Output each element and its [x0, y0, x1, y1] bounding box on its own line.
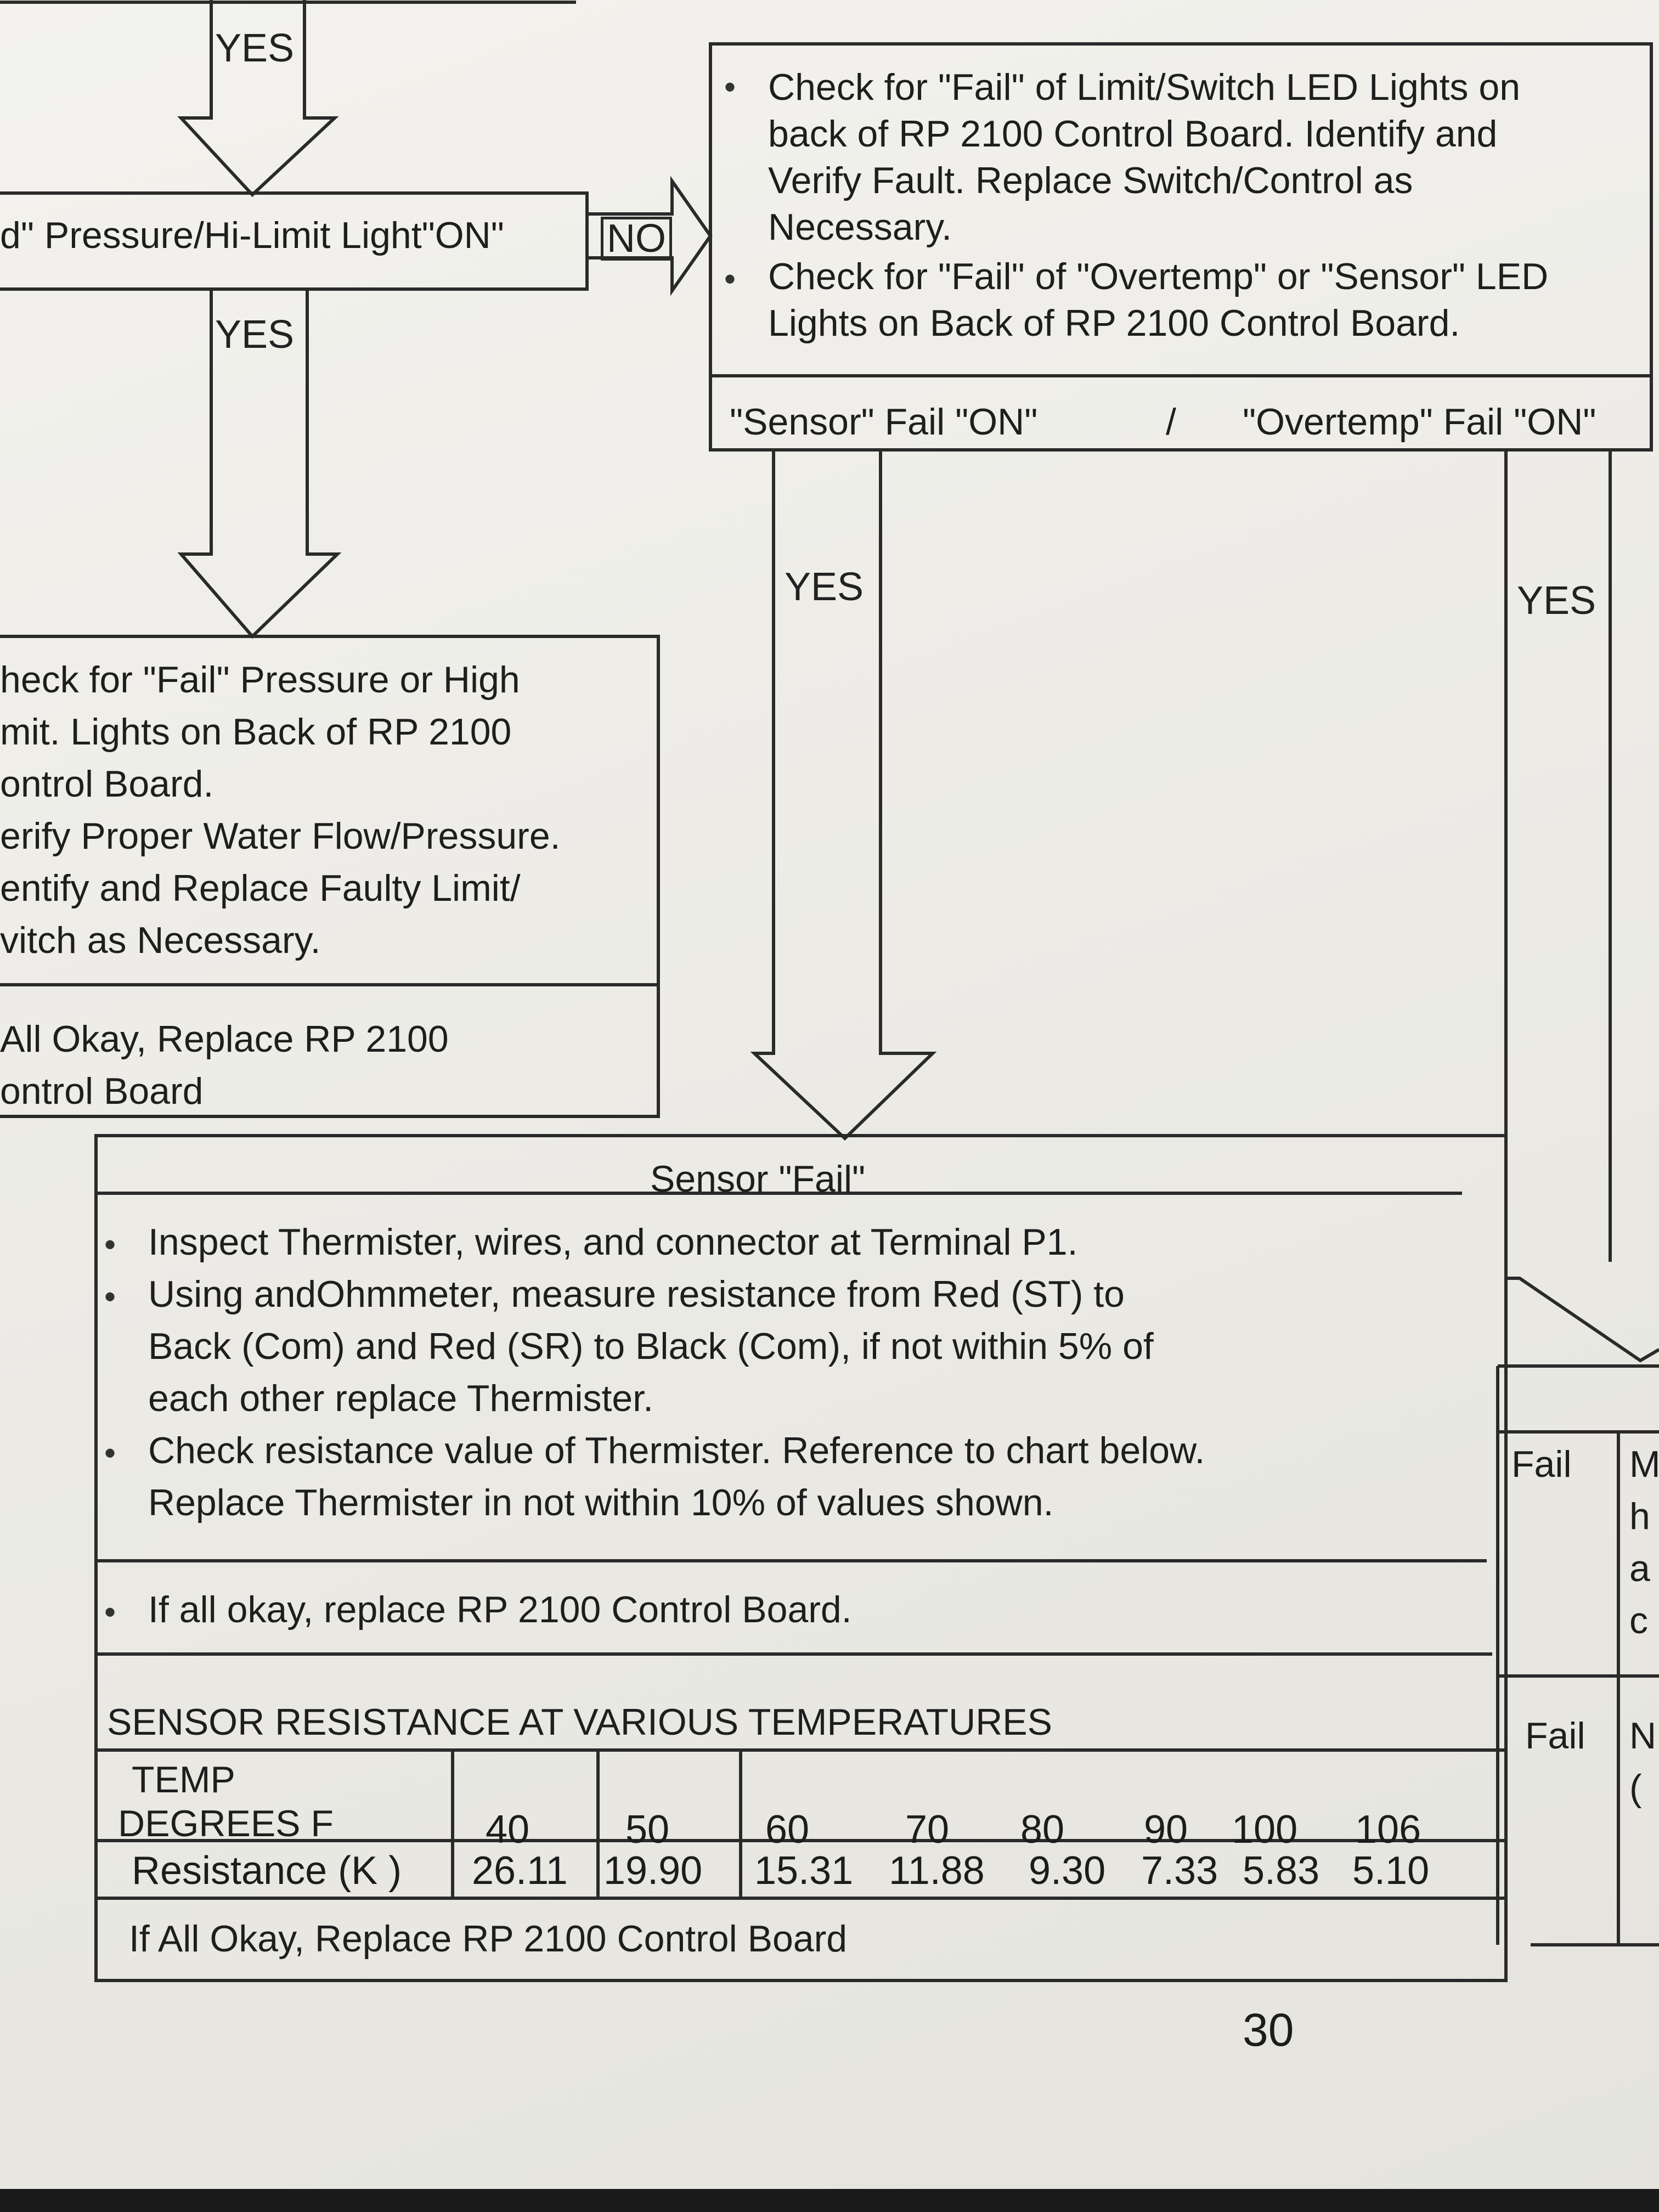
page-bottom-edge [0, 2189, 1659, 2212]
sensor-item-2-line-1: Using andOhmmeter, measure resistance fr… [148, 1273, 1125, 1315]
check-item-1-line-1: Check for "Fail" of Limit/Switch LED Lig… [768, 66, 1521, 108]
resistance-cell: 15.31 [754, 1849, 854, 1893]
page-number: 30 [1243, 2004, 1294, 2056]
temp-cell: 80 [1020, 1808, 1065, 1852]
sensor-item-1-line-1: Inspect Thermister, wires, and connector… [148, 1221, 1078, 1263]
resistance-table-title: SENSOR RESISTANCE AT VARIOUS TEMPERATURE… [107, 1701, 1053, 1743]
arrow-yes-sensor [750, 450, 937, 1141]
resistance-cell: 26.11 [472, 1849, 568, 1893]
overtemp-fail-on-label: "Overtemp" Fail "ON" [1243, 401, 1596, 443]
overtemp-fragment: c [1629, 1600, 1648, 1641]
decision-box-outline [0, 191, 589, 291]
temp-cell: 70 [905, 1808, 950, 1852]
sensor-item-3-line-2: Replace Thermister in not within 10% of … [148, 1482, 1054, 1523]
sensor-item-2-line-2: Back (Com) and Red (SR) to Black (Com), … [148, 1325, 1154, 1367]
temp-cell: 90 [1144, 1808, 1188, 1852]
resistance-cell: 11.88 [889, 1849, 985, 1893]
resistance-row-label: Resistance (K ) [132, 1849, 402, 1893]
check-item-2-line-2: Lights on Back of RP 2100 Control Board. [768, 302, 1460, 344]
yes-label-sensor: YES [785, 565, 864, 609]
check-item-1-line-3: Verify Fault. Replace Switch/Control as [768, 160, 1413, 201]
pressure-line-5: entify and Replace Faulty Limit/ [0, 867, 521, 909]
bullet: • [104, 1435, 116, 1471]
overtemp-fragment: ( [1629, 1767, 1642, 1809]
no-label: NO [601, 217, 672, 261]
check-item-1-line-4: Necessary. [768, 206, 952, 248]
temp-cell: 50 [625, 1808, 670, 1852]
pressure-footer-line-2: ontrol Board [0, 1070, 204, 1112]
pressure-line-2: mit. Lights on Back of RP 2100 [0, 711, 512, 753]
bullet: • [104, 1226, 116, 1263]
check-item-1-line-2: back of RP 2100 Control Board. Identify … [768, 113, 1498, 155]
pressure-line-6: vitch as Necessary. [0, 919, 321, 961]
overtemp-fragment: a [1629, 1548, 1650, 1589]
temp-cell: 40 [486, 1808, 530, 1852]
resistance-cell: 7.33 [1141, 1849, 1218, 1893]
sensor-item-2-line-3: each other replace Thermister. [148, 1378, 653, 1419]
yes-label-overtemp: YES [1517, 579, 1596, 623]
overtemp-fragment: h [1629, 1496, 1650, 1537]
pressure-box-outline [0, 635, 660, 1118]
bullet: • [104, 1278, 116, 1315]
pressure-footer-line-1: All Okay, Replace RP 2100 [0, 1018, 449, 1060]
sensor-box-footer: If All Okay, Replace RP 2100 Control Boa… [129, 1918, 848, 1960]
overtemp-fail-label: Fail [1525, 1715, 1585, 1757]
sensor-all-okay: If all okay, replace RP 2100 Control Boa… [148, 1589, 852, 1630]
overtemp-fail-label: Fail [1511, 1443, 1572, 1485]
sensor-item-3-line-1: Check resistance value of Thermister. Re… [148, 1430, 1205, 1471]
resistance-cell: 9.30 [1029, 1849, 1106, 1893]
resistance-cell: 19.90 [603, 1849, 703, 1893]
bullet: • [724, 69, 736, 105]
pressure-line-3: ontrol Board. [0, 763, 214, 805]
bullet: • [104, 1594, 116, 1630]
overtemp-fragment: M [1629, 1443, 1659, 1485]
temp-header-line-1: TEMP [132, 1759, 235, 1801]
check-item-2-line-1: Check for "Fail" of "Overtemp" or "Senso… [768, 256, 1549, 297]
arrow-yes-overtemp [1504, 450, 1659, 1363]
sensor-fail-on-label: "Sensor" Fail "ON" [730, 401, 1038, 443]
resistance-cell: 5.10 [1352, 1849, 1430, 1893]
yes-label-top: YES [215, 26, 295, 70]
sensor-box-title: Sensor "Fail" [650, 1158, 866, 1200]
yes-label-down: YES [215, 313, 295, 357]
temp-header-line-2: DEGREES F [118, 1803, 334, 1844]
temp-cell: 106 [1355, 1808, 1421, 1852]
pressure-decision-label: d" Pressure/Hi-Limit Light"ON" [0, 215, 504, 256]
pressure-line-4: erify Proper Water Flow/Pressure. [0, 815, 561, 857]
temp-cell: 100 [1232, 1808, 1298, 1852]
resistance-cell: 5.83 [1243, 1849, 1320, 1893]
bullet: • [724, 261, 736, 297]
overtemp-fragment: N [1629, 1715, 1657, 1757]
slash-separator: / [1166, 401, 1176, 443]
check-box-outline [709, 42, 1653, 452]
sensor-box-outline [94, 1134, 1508, 1982]
temp-cell: 60 [765, 1808, 810, 1852]
pressure-line-1: heck for "Fail" Pressure or High [0, 659, 520, 701]
